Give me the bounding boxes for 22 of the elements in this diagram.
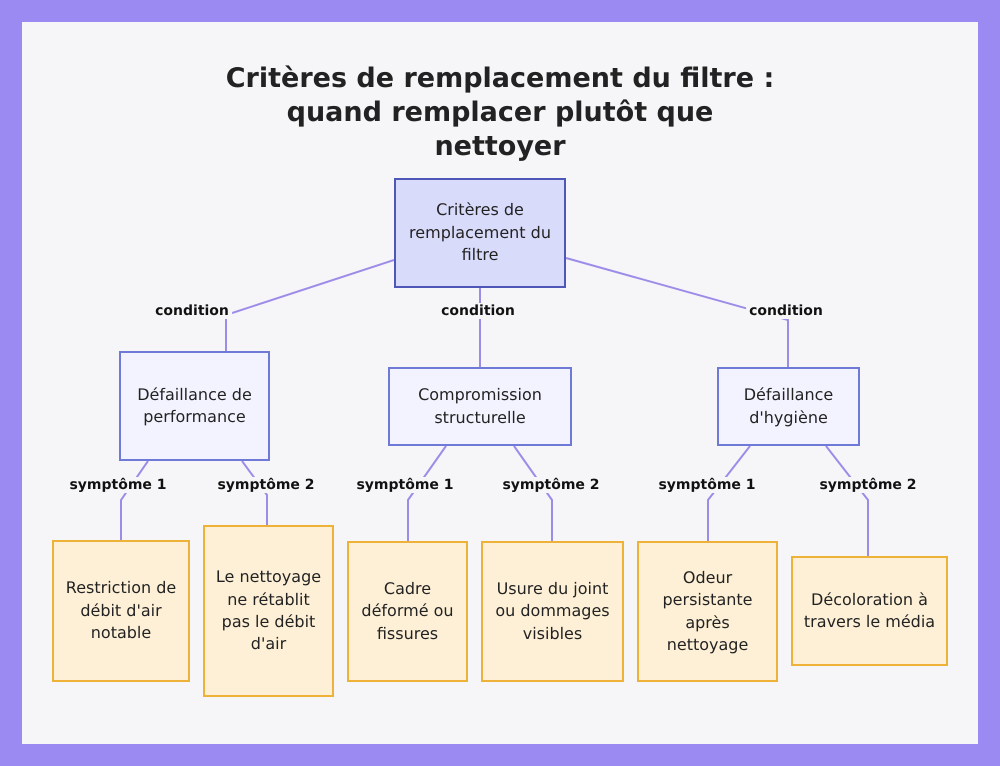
diagram-title: Critères de remplacement du filtre : quand remplacer plutôt que nettoyer <box>224 62 776 164</box>
node-text: Critères de remplacement du filtre <box>408 199 552 266</box>
node-text: Odeur persistante après nettoyage <box>661 566 754 656</box>
node-text: Défaillance d'hygiène <box>742 384 834 428</box>
node-text: Le nettoyage ne rétablit pas le débit d'air <box>214 566 322 656</box>
symptom-box <box>347 541 468 682</box>
node-text: Restriction de débit d'air notable <box>64 577 178 644</box>
category-box <box>717 367 860 446</box>
symptom-box <box>481 541 624 682</box>
root-box <box>394 178 566 288</box>
node-text: Défaillance de performance <box>136 384 253 428</box>
symptom-box <box>637 541 778 682</box>
symptom-box <box>791 556 948 666</box>
node-text: Usure du joint ou dommages visibles <box>494 578 611 645</box>
symptom-box <box>203 525 334 697</box>
category-box <box>388 367 572 446</box>
category-box <box>119 351 270 461</box>
node-text: Décoloration à travers le média <box>802 588 936 633</box>
connector-line <box>225 259 394 351</box>
node-text: Compromission structurelle <box>417 384 543 428</box>
symptom-box <box>52 540 190 682</box>
node-text: Cadre déformé ou fissures <box>360 578 455 645</box>
